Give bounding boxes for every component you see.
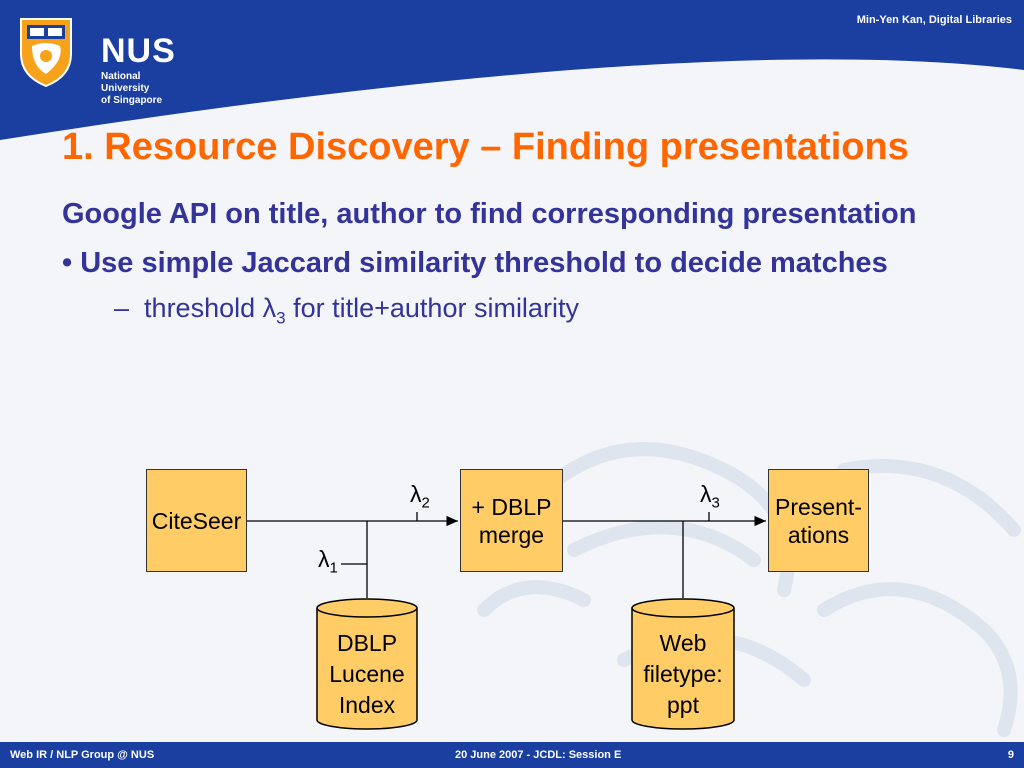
box-merge-line1: + DBLP [471, 493, 552, 520]
box-merge-line2: merge [478, 521, 545, 548]
cylinder-web-label: Web filetype: ppt [632, 628, 734, 721]
nus-crest-icon [20, 18, 72, 88]
lambda3-subscript: 3 [711, 494, 720, 512]
footer-center: 20 June 2007 - JCDL: Session E [455, 749, 622, 761]
box-dblp-merge: + DBLP merge [460, 469, 563, 572]
page-number: 9 [1007, 749, 1014, 761]
dblp-line2: Lucene [329, 661, 405, 687]
author-credit: Min-Yen Kan, Digital Libraries [856, 14, 1012, 26]
footer-bar: Web IR / NLP Group @ NUS 20 June 2007 - … [0, 742, 1024, 768]
nus-logo: NUS National University of Singapore [18, 16, 176, 106]
sub-bullet-text-pre: threshold λ [144, 293, 277, 323]
bullet-list: Google API on title, author to find corr… [62, 194, 962, 334]
sub-bullet-dash: – [114, 293, 130, 323]
logo-subtitle-line1: National University [101, 71, 150, 94]
footer-left: Web IR / NLP Group @ NUS [10, 749, 155, 761]
bullet-1: Google API on title, author to find corr… [62, 198, 917, 230]
header-band [0, 0, 1024, 140]
web-line3: ppt [667, 692, 699, 718]
lambda2-symbol: λ [410, 481, 422, 507]
box-presentations-line2: ations [787, 521, 850, 548]
lambda1-symbol: λ [318, 546, 330, 572]
box-presentations-line1: Present- [775, 493, 862, 520]
lambda2-subscript: 2 [421, 494, 430, 512]
web-line2: filetype: [643, 661, 723, 687]
web-line1: Web [659, 630, 707, 656]
sub-bullet: – threshold λ3 for title+author similari… [114, 292, 962, 334]
sub-bullet-subscript: 3 [276, 308, 286, 328]
box-presentations: Present- ations [768, 469, 869, 572]
cylinder-web-filetype-ppt [631, 598, 735, 730]
logo-wordmark: NUS [101, 32, 176, 70]
logo-subtitle-line2: of Singapore [101, 95, 163, 106]
bullet-2: • Use simple Jaccard similarity threshol… [62, 247, 888, 279]
box-citeseer: CiteSeer [146, 469, 247, 572]
slide-title: 1. Resource Discovery – Finding presenta… [62, 126, 909, 168]
sub-bullet-text-post: for title+author similarity [285, 293, 579, 323]
cylinder-dblp-lucene-index [316, 598, 418, 730]
label-lambda2: λ2 [410, 481, 430, 512]
cylinder-dblp-label: DBLP Lucene Index [317, 628, 417, 721]
dblp-line1: DBLP [336, 630, 398, 656]
lambda3-symbol: λ [700, 481, 712, 507]
box-citeseer-label: CiteSeer [151, 507, 242, 534]
label-lambda3: λ3 [700, 481, 720, 512]
lambda1-subscript: 1 [329, 559, 338, 577]
dblp-line3: Index [338, 692, 396, 718]
label-lambda1: λ1 [318, 546, 338, 577]
